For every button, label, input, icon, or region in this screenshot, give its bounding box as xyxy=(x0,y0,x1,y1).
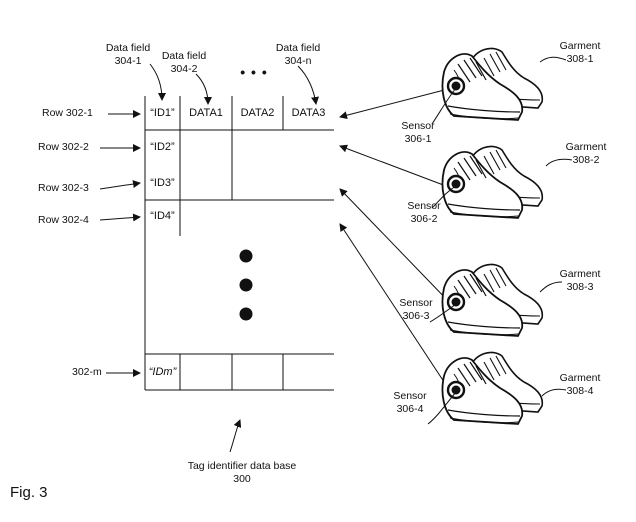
figure-label: Fig. 3 xyxy=(10,484,48,501)
sensor-leader-lines xyxy=(427,87,457,425)
field-ellipsis: • • • xyxy=(240,64,268,80)
row-pointer-arrows xyxy=(99,110,141,377)
row-label-m: 302-m xyxy=(72,366,102,378)
row-label-2: Row 302-2 xyxy=(38,141,89,153)
id-cell-2: “ID2” xyxy=(150,141,175,153)
row-label-4: Row 302-4 xyxy=(38,214,89,226)
garment-shoes-1 xyxy=(441,47,544,122)
field-pointer-arrows xyxy=(149,63,319,105)
header-cell-data1: DATA1 xyxy=(189,107,223,119)
table-grid xyxy=(144,96,334,391)
garment-shoes-4 xyxy=(441,351,544,426)
garment-link-arrows xyxy=(339,87,453,395)
row-label-3: Row 302-3 xyxy=(38,182,89,194)
garment-shoes-2 xyxy=(441,145,544,220)
garment-shoes-3 xyxy=(441,263,544,338)
header-cell-id1: “ID1” xyxy=(150,107,175,119)
id-cell-3: “ID3” xyxy=(150,177,175,189)
header-cell-data2: DATA2 xyxy=(240,107,275,119)
row-label-1: Row 302-1 xyxy=(42,107,93,119)
header-cell-data3: DATA3 xyxy=(291,107,326,119)
id-cell-4: “ID4” xyxy=(150,210,175,222)
garment-leader-lines xyxy=(539,56,573,397)
row-ellipsis-dots xyxy=(239,249,253,321)
database-pointer-arrow xyxy=(229,419,242,453)
id-cell-m: “IDm” xyxy=(148,366,177,378)
